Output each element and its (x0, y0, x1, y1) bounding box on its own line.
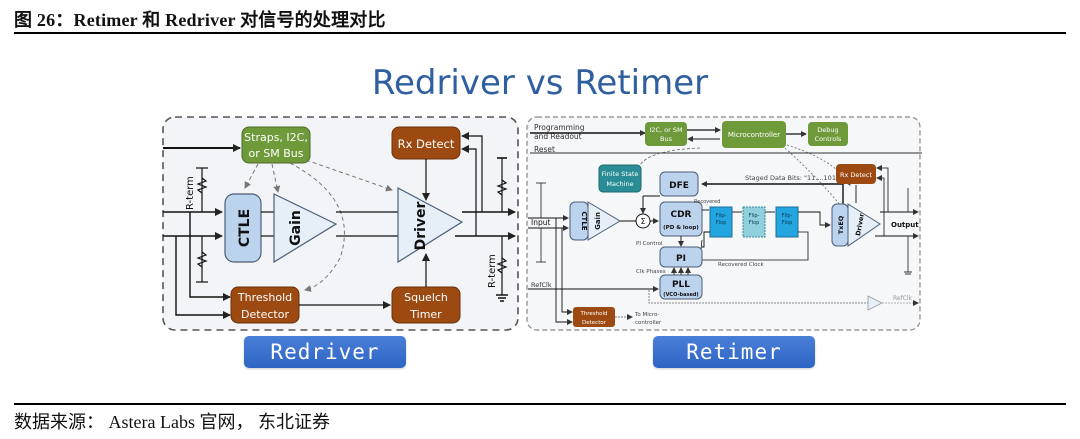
to-micro-label-1: To Micro- (634, 312, 659, 318)
output-label: Output (891, 221, 919, 229)
pll-label: PLL (672, 280, 690, 290)
i2c-label-1: I2C, or SM (649, 126, 682, 134)
fsm-label-1: Finite State (602, 170, 639, 178)
retimer-flipflop-1: Flip- Flop (709, 206, 733, 238)
ff2-label-2: Flop (749, 220, 760, 226)
micro-label: Microcontroller (728, 131, 780, 139)
ff1-label-1: Flip- (716, 213, 727, 219)
diagram-title: Redriver vs Retimer (371, 63, 709, 103)
debug-label-2: Controls (815, 135, 842, 143)
debug-label-1: Debug (817, 126, 838, 134)
retimer-i2c-block: I2C, or SM Bus (645, 122, 687, 146)
redriver-rx-detect-block: Rx Detect (391, 126, 461, 160)
refclk-buffer (867, 295, 883, 311)
input-label: Input (531, 218, 550, 227)
redriver-panel: R-term Straps, I2C, or SM Bus CTLE Gain (162, 116, 519, 331)
clk-phases-label: Clk Phases (636, 269, 666, 275)
redriver-ctle-label: CTLE (237, 209, 253, 247)
dfe-label: DFE (669, 181, 689, 191)
retimer-threshold-detector-block: Threshold Detector (573, 307, 615, 327)
retimer-ctle-label: CTLE (580, 211, 588, 230)
figure-title: 图 26：Retimer 和 Redriver 对信号的处理对比 (14, 10, 386, 30)
ff3-label-1: Flip- (782, 213, 793, 219)
programming-label-2: and Readout (534, 132, 582, 141)
straps-label-2: or SM Bus (249, 147, 304, 160)
retimer-summer: Σ (635, 213, 651, 229)
refclk-in-label: RefClk (531, 281, 552, 289)
cdr-sublabel: (PD & loop) (663, 225, 699, 231)
redriver-gain-amplifier: Gain (273, 193, 338, 264)
reset-label: Reset (534, 145, 555, 154)
redriver-driver-label: Driver (413, 201, 429, 250)
retimer-microcontroller-block: Microcontroller (722, 121, 786, 148)
recovered-clock-label: Recovered Clock (718, 262, 765, 268)
redriver-rx-detect-label: Rx Detect (398, 137, 455, 151)
redriver-rterm-label-right: R-term (487, 254, 498, 288)
straps-label-1: Straps, I2C, (244, 131, 308, 144)
pll-sublabel: (VCO-based) (663, 292, 698, 298)
staged-bits-label: Staged Data Bits: "11....101" (745, 174, 839, 182)
retimer-gain-amplifier: Gain (587, 201, 621, 241)
retimer-debug-controls-block: Debug Controls (808, 122, 848, 146)
redriver-threshold-label-1: Threshold (237, 291, 292, 304)
ff2-label-1: Flip- (749, 213, 760, 219)
retimer-panel: Programming and Readout Reset I2C, or SM… (526, 116, 922, 331)
retimer-fsm-block: Finite State Machine (598, 164, 642, 193)
retimer-pi-block: PI (659, 246, 703, 268)
recovered-bits-label: Recovered (694, 199, 720, 205)
retimer-driver-label: Driver (854, 212, 866, 237)
redriver-rterm-label-left: R-term (185, 176, 196, 210)
redriver-straps-block: Straps, I2C, or SM Bus (241, 126, 311, 164)
programming-label-1: Programming (534, 123, 585, 132)
retimer-gain-label: Gain (594, 212, 602, 230)
rt-threshold-label-2: Detector (582, 320, 607, 326)
pi-control-label: PI Control (636, 241, 663, 247)
squelch-label-1: Squelch (404, 291, 448, 304)
title-rule (14, 32, 1066, 34)
retimer-cdr-block: CDR (PD & loop) (659, 201, 703, 237)
redriver-label-button: Redriver (244, 336, 406, 368)
cdr-label: CDR (670, 210, 691, 220)
redriver-driver-amplifier: Driver (397, 187, 464, 264)
pi-label: PI (676, 254, 686, 264)
squelch-label-2: Timer (409, 308, 442, 321)
redriver-threshold-detector-block: Threshold Detector (230, 286, 300, 324)
redriver-gain-label: Gain (288, 210, 304, 246)
txeq-label: TxEQ (837, 215, 845, 234)
ff1-label-2: Flop (716, 220, 727, 226)
sum-label: Σ (640, 217, 645, 226)
redriver-ctle-block: CTLE (224, 193, 262, 263)
retimer-flipflop-3: Flip- Flop (775, 206, 799, 238)
retimer-driver-amplifier: Driver (847, 203, 881, 247)
retimer-pll-block: PLL (VCO-based) (659, 274, 703, 300)
retimer-flipflop-2: Flip- Flop (742, 206, 766, 238)
refclk-out-label: RefClk (893, 295, 913, 302)
figure-source: 数据来源： Astera Labs 官网， 东北证券 (14, 412, 330, 432)
source-rule (14, 403, 1066, 405)
to-micro-label-2: controller (635, 320, 662, 326)
retimer-label-button: Retimer (653, 336, 815, 368)
rt-threshold-label-1: Threshold (579, 311, 607, 317)
redriver-threshold-label-2: Detector (241, 308, 289, 321)
redriver-squelch-timer-block: Squelch Timer (391, 286, 461, 324)
ff3-label-2: Flop (782, 220, 793, 226)
retimer-rx-detect-label: Rx Detect (840, 171, 873, 179)
retimer-dfe-block: DFE (659, 171, 699, 197)
i2c-label-2: Bus (660, 135, 673, 143)
retimer-rx-detect-block: Rx Detect (836, 164, 876, 184)
retimer-txeq-block: TxEQ (831, 203, 849, 247)
retimer-ctle-block: CTLE (569, 201, 589, 241)
fsm-label-2: Machine (606, 180, 633, 188)
